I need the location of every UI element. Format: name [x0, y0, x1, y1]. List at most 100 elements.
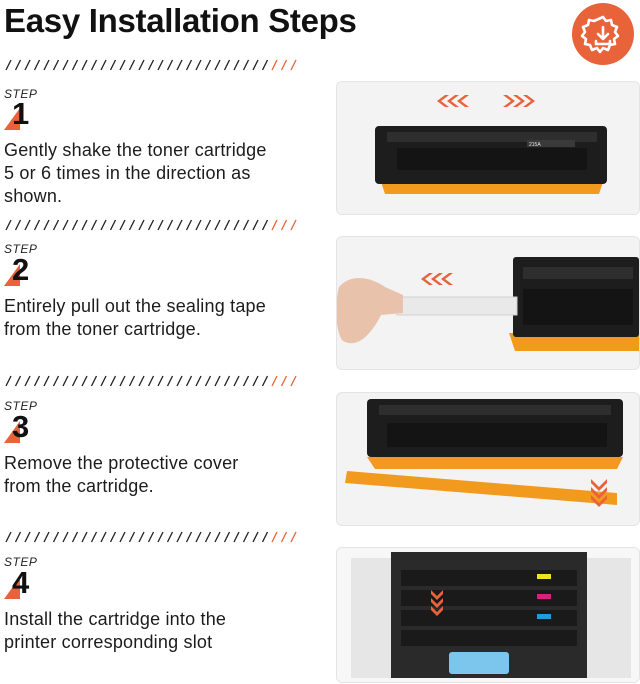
divider-slash — [280, 375, 288, 387]
divider-slash — [242, 375, 250, 387]
divider-slash — [33, 219, 41, 231]
step-description: Entirely pull out the sealing tape from … — [4, 295, 294, 341]
divider-slash — [62, 375, 69, 387]
step-number: 4 — [12, 565, 30, 600]
desc-line: shown. — [4, 186, 63, 206]
divider-slash — [233, 219, 240, 231]
desc-line: Gently shake the toner cartridge — [4, 140, 267, 160]
divider-slash — [119, 219, 126, 231]
divider-slash — [100, 531, 107, 543]
divider-slash — [128, 219, 136, 231]
divider-slash — [90, 59, 98, 71]
divider-slash — [90, 531, 98, 543]
divider-slash — [100, 375, 107, 387]
divider-slash — [223, 219, 231, 231]
step-label: STEP — [4, 399, 38, 413]
divider-slash — [71, 59, 79, 71]
divider-slash — [252, 219, 259, 231]
divider-slash — [166, 531, 174, 543]
divider-slash — [109, 375, 117, 387]
step-description: Gently shake the toner cartridge 5 or 6 … — [4, 139, 294, 208]
divider-slash — [128, 375, 136, 387]
divider-slash — [271, 375, 278, 387]
divider-slash — [176, 59, 183, 71]
divider-slash — [271, 59, 278, 71]
divider-slash — [52, 59, 60, 71]
divider-slash — [109, 531, 117, 543]
step-number-badge: 1 — [4, 96, 38, 134]
divider-slash — [62, 531, 69, 543]
remove-cover-illustration — [336, 392, 640, 526]
divider-slash — [280, 59, 288, 71]
divider-slash — [261, 375, 269, 387]
step-label: STEP — [4, 87, 38, 101]
pull-tape-illustration — [336, 236, 640, 370]
divider-slash — [14, 375, 22, 387]
step-number: 3 — [12, 409, 30, 444]
divider-slash — [195, 531, 202, 543]
divider-slash — [185, 219, 193, 231]
step-description: Remove the protective cover from the car… — [4, 452, 294, 498]
divider-slash — [128, 59, 136, 71]
divider-slash — [138, 375, 145, 387]
divider-slash — [195, 59, 202, 71]
divider-slash — [71, 531, 79, 543]
divider-slash — [185, 531, 193, 543]
divider-slash — [147, 375, 155, 387]
down-arrows-icon — [431, 590, 443, 616]
divider-slash — [119, 375, 126, 387]
divider-slash — [119, 531, 126, 543]
svg-text:215A: 215A — [529, 142, 541, 148]
divider-slash — [5, 531, 12, 543]
divider-slash — [185, 59, 193, 71]
divider-slash — [214, 59, 221, 71]
divider-slash — [185, 375, 193, 387]
step-marker-shape — [4, 577, 20, 599]
divider-slash — [261, 219, 269, 231]
divider-slash — [280, 219, 288, 231]
divider-slash — [157, 219, 164, 231]
printer-slot-illustration — [336, 547, 640, 683]
divider-slash — [43, 219, 50, 231]
divider-slash — [204, 531, 212, 543]
divider-slash — [242, 59, 250, 71]
divider-slash — [90, 219, 98, 231]
divider-slash — [290, 375, 297, 387]
step-divider — [5, 531, 297, 543]
divider-slash — [43, 531, 50, 543]
step-marker-shape — [4, 421, 20, 443]
desc-line: Install the cartridge into the — [4, 609, 227, 629]
divider-slash — [166, 59, 174, 71]
divider-slash — [147, 59, 155, 71]
divider-slash — [128, 531, 136, 543]
divider-slash — [33, 59, 41, 71]
page-title: Easy Installation Steps — [4, 2, 357, 39]
divider-slash — [147, 531, 155, 543]
step-divider — [5, 219, 297, 231]
divider-slash — [157, 375, 164, 387]
divider-slash — [24, 531, 31, 543]
hand-shape — [337, 278, 403, 344]
step-number-badge: 2 — [4, 252, 38, 290]
divider-slash — [242, 531, 250, 543]
divider-slash — [147, 219, 155, 231]
divider-slash — [119, 59, 126, 71]
divider-slash — [5, 375, 12, 387]
divider-slash — [100, 59, 107, 71]
divider-slash — [280, 531, 288, 543]
divider-slash — [252, 375, 259, 387]
divider-slash — [33, 531, 41, 543]
divider-slash — [52, 219, 60, 231]
divider-slash — [290, 219, 297, 231]
divider-slash — [214, 219, 221, 231]
divider-slash — [271, 219, 278, 231]
divider-slash — [5, 219, 12, 231]
divider-slash — [81, 59, 88, 71]
step-divider — [5, 375, 297, 387]
step-number: 1 — [12, 96, 30, 131]
divider-slash — [214, 531, 221, 543]
divider-slash — [109, 59, 117, 71]
install-badge — [572, 3, 634, 65]
divider-slash — [176, 531, 183, 543]
desc-line: from the cartridge. — [4, 476, 154, 496]
